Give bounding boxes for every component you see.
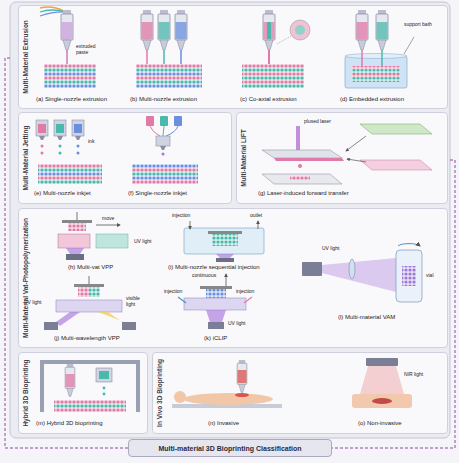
part-label: NIR light xyxy=(404,372,423,378)
section-heading: Multi-Material Vat-Photopolymerization xyxy=(22,218,29,338)
sequential-injection-figure xyxy=(184,221,264,262)
section-heading: In Vivo 3D Bioprinting xyxy=(156,359,163,427)
invasive-figure xyxy=(172,360,282,408)
part-label: UV light xyxy=(228,321,246,327)
subfigure-caption: (g) Laser-induced forward transfer xyxy=(258,190,349,197)
multi-wavelength-vpp-figure xyxy=(44,276,136,330)
subfigure-caption: (d) Embedded extrusion xyxy=(340,96,404,103)
part-label: UV light xyxy=(322,246,340,252)
caption-text: Multi-material 3D Bioprinting Classifica… xyxy=(158,445,301,452)
subfigure-caption: (h) Multi-vat VPP xyxy=(68,264,113,271)
part-label: visible light xyxy=(126,296,150,308)
part-label: vial xyxy=(426,273,434,279)
part-label: move xyxy=(102,216,114,222)
section-heading: Hybrid 3D Bioprinting xyxy=(22,359,29,426)
part-label: ink xyxy=(88,139,94,145)
multi-nozzle-extrusion-figure xyxy=(136,10,202,88)
volumetric-additive-figure xyxy=(302,244,422,302)
lift-figure xyxy=(262,124,432,184)
part-label: UV light xyxy=(24,300,42,306)
part-label: injection xyxy=(164,289,182,295)
multi-vat-vpp-figure xyxy=(58,212,128,260)
part-label: extruded paste xyxy=(76,44,102,56)
part-label: injection xyxy=(236,289,254,295)
subfigure-caption: (i) Multi-nozzle sequential injection xyxy=(168,264,260,271)
part-label: UV light xyxy=(134,239,152,245)
subfigure-caption: (k) iCLIP xyxy=(204,335,227,342)
section-heading: Multi-Material LIFT xyxy=(240,129,247,186)
section-heading: Multi-Material Jetting xyxy=(22,125,29,190)
coaxial-extrusion-figure xyxy=(242,10,310,88)
subfigure-caption: (o) Non-invasive xyxy=(358,420,402,427)
subfigure-caption: (a) Single-nozzle extrusion xyxy=(36,96,107,103)
outer-frame xyxy=(10,2,450,438)
subfigure-caption: (c) Co-axial extrusion xyxy=(240,96,297,103)
subfigure-caption: (n) Invasive xyxy=(208,420,239,427)
multi-nozzle-inkjet-figure xyxy=(36,120,102,184)
section-heading: Multi-Material Extrusion xyxy=(22,20,29,94)
subfigure-caption: (e) Multi-nozzle inkjet xyxy=(34,190,91,197)
subfigure-caption: (j) Multi-wavelength VPP xyxy=(54,335,120,342)
caption-box: Multi-material 3D Bioprinting Classifica… xyxy=(128,439,332,457)
hybrid-bioprinting-figure xyxy=(40,360,140,412)
iclip-figure xyxy=(178,274,252,329)
subfigure-caption: (f) Single-nozzle inkjet xyxy=(128,190,187,197)
part-label: support bath xyxy=(404,22,434,28)
subfigure-caption: (m) Hybrid 3D bioprinting xyxy=(36,420,103,427)
embedded-extrusion-figure xyxy=(345,10,414,88)
non-invasive-figure xyxy=(352,358,412,408)
part-label: continuous xyxy=(192,273,216,279)
part-label: plused laser xyxy=(304,119,331,125)
part-label: outlet xyxy=(250,213,262,219)
subfigure-caption: (l) Multi-material VAM xyxy=(338,314,395,321)
subfigure-caption: (b) Multi-nozzle extrusion xyxy=(130,96,197,103)
part-label: injection xyxy=(172,213,190,219)
single-nozzle-inkjet-figure xyxy=(132,116,198,184)
